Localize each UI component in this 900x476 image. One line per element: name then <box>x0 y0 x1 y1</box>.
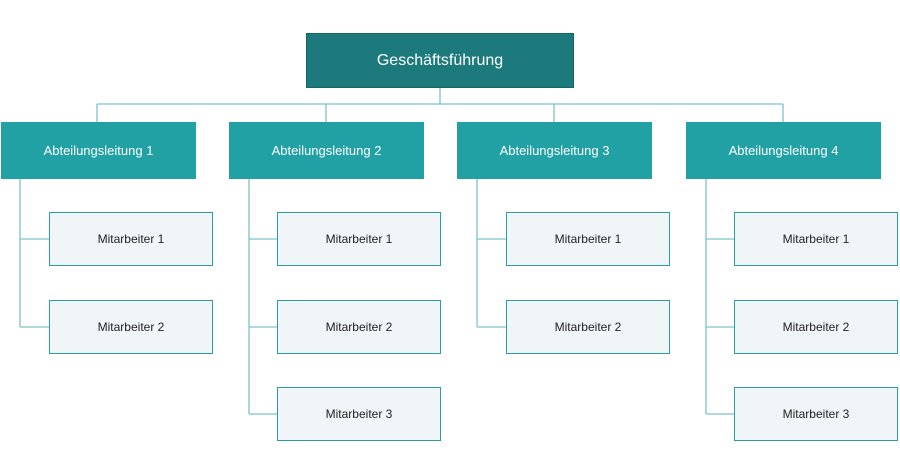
employee-node-4-2: Mitarbeiter 2 <box>734 300 898 354</box>
employee-node-2-3: Mitarbeiter 3 <box>277 387 441 441</box>
employee-node-2-2: Mitarbeiter 2 <box>277 300 441 354</box>
department-node-4: Abteilungsleitung 4 <box>686 122 881 179</box>
root-node: Geschäftsführung <box>306 33 574 88</box>
employee-node-1-2: Mitarbeiter 2 <box>49 300 213 354</box>
department-node-1: Abteilungsleitung 1 <box>1 122 196 179</box>
employee-node-3-2: Mitarbeiter 2 <box>506 300 670 354</box>
department-node-3: Abteilungsleitung 3 <box>457 122 652 179</box>
employee-node-4-3: Mitarbeiter 3 <box>734 387 898 441</box>
employee-node-4-1: Mitarbeiter 1 <box>734 212 898 266</box>
department-node-2: Abteilungsleitung 2 <box>229 122 424 179</box>
employee-node-2-1: Mitarbeiter 1 <box>277 212 441 266</box>
employee-node-3-1: Mitarbeiter 1 <box>506 212 670 266</box>
employee-node-1-1: Mitarbeiter 1 <box>49 212 213 266</box>
